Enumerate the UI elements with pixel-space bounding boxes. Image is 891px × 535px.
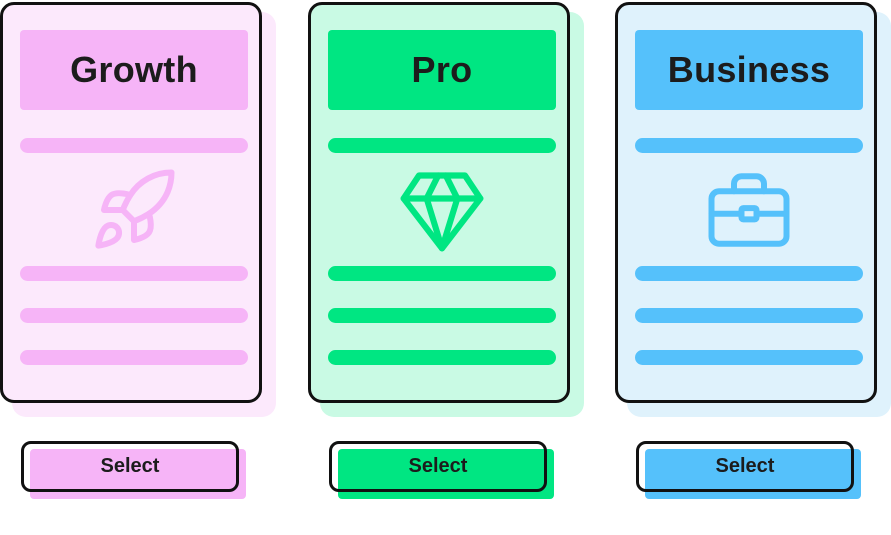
feature-line bbox=[635, 266, 863, 281]
plan-title: Growth bbox=[20, 30, 248, 110]
feature-line bbox=[20, 138, 248, 153]
select-button-label: Select bbox=[715, 455, 775, 477]
plan-card: Business bbox=[615, 2, 877, 403]
plan-title: Pro bbox=[328, 30, 556, 110]
select-pro-button[interactable]: Select bbox=[329, 441, 547, 492]
briefcase-icon bbox=[689, 155, 809, 265]
plan-card: Growth bbox=[0, 2, 262, 403]
feature-line bbox=[635, 138, 863, 153]
feature-line bbox=[328, 138, 556, 153]
plan-card-business: Business Select bbox=[615, 0, 891, 535]
plan-card-growth: Growth Select bbox=[0, 0, 276, 535]
feature-line bbox=[20, 350, 248, 365]
feature-line bbox=[328, 266, 556, 281]
rocket-icon bbox=[74, 155, 194, 265]
feature-line bbox=[328, 350, 556, 365]
feature-line bbox=[328, 308, 556, 323]
feature-line bbox=[20, 266, 248, 281]
diamond-icon bbox=[382, 155, 502, 265]
feature-line bbox=[20, 308, 248, 323]
select-growth-button[interactable]: Select bbox=[21, 441, 239, 492]
plan-card-pro: Pro Select bbox=[308, 0, 584, 535]
select-business-button[interactable]: Select bbox=[636, 441, 854, 492]
select-button-label: Select bbox=[408, 455, 468, 477]
select-button-label: Select bbox=[100, 455, 160, 477]
plan-card: Pro bbox=[308, 2, 570, 403]
plan-title: Business bbox=[635, 30, 863, 110]
feature-line bbox=[635, 350, 863, 365]
feature-line bbox=[635, 308, 863, 323]
